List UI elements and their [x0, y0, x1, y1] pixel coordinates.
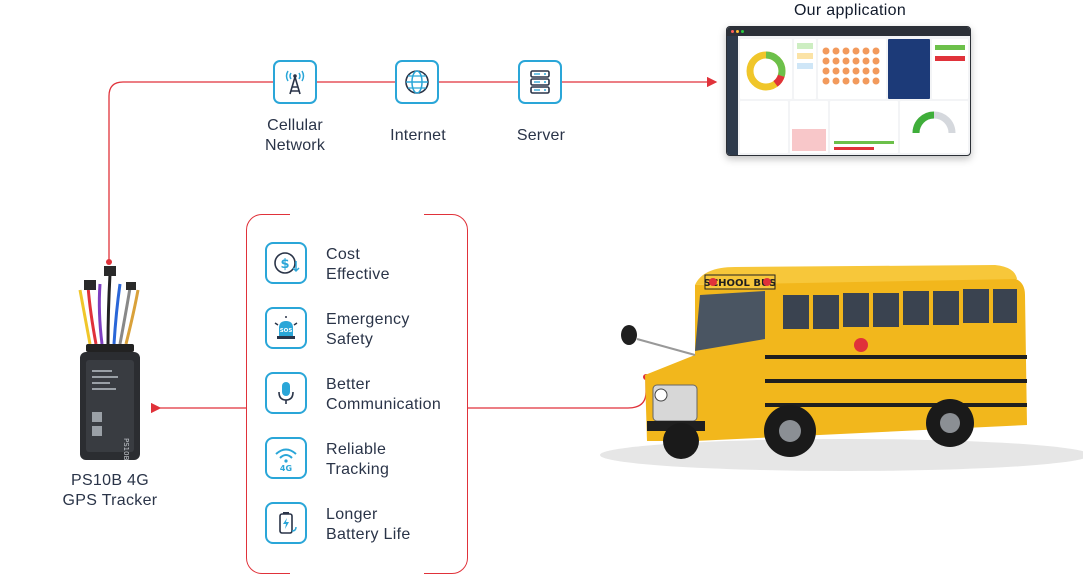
- microphone-icon: [265, 372, 307, 414]
- sos-alarm-icon: SOS: [265, 307, 307, 349]
- tracker-label: PS10B 4G GPS Tracker: [48, 471, 172, 511]
- cell-tower-icon: [273, 60, 317, 104]
- features-box-bottom-gap: [290, 572, 424, 576]
- cellular-network-label: Cellular Network: [245, 116, 345, 156]
- dashboard-pie-grid-panel: [818, 39, 886, 99]
- dashboard-semi-gauge-panel: [900, 101, 968, 153]
- dollar-coin-icon: $: [265, 242, 307, 284]
- dashboard-sidebar: [727, 36, 738, 155]
- dashboard-alert-panel: [790, 101, 828, 153]
- feature-communication-line1: Better: [326, 376, 371, 393]
- svg-text:4G: 4G: [280, 464, 292, 472]
- tracker-to-network-line: [108, 81, 273, 262]
- wifi-4g-icon: 4G: [265, 437, 307, 479]
- dashboard-gauge-panel: [888, 39, 930, 99]
- feature-communication-line2: Communication: [326, 396, 442, 413]
- feature-emergency-line2: Safety: [326, 331, 374, 348]
- feature-communication-label: Better Communication: [326, 375, 441, 415]
- tracker-label-line2: GPS Tracker: [62, 492, 158, 509]
- school-bus-image: SCHOOL BUS: [600, 265, 1083, 471]
- tracker-connector-dot: [106, 259, 112, 265]
- bus-sign-text: SCHOOL BUS: [704, 278, 777, 289]
- feature-tracking-line2: Tracking: [326, 461, 390, 478]
- dashboard-counter-panel: [932, 39, 968, 99]
- dashboard-donut-panel: [740, 39, 792, 99]
- tracker-device-text: PS10B: [122, 438, 130, 461]
- internet-label: Internet: [390, 127, 446, 144]
- feature-battery-line1: Longer: [326, 506, 378, 523]
- feature-cost-label: Cost Effective: [326, 245, 390, 285]
- server-label: Server: [516, 127, 566, 144]
- feature-battery-line2: Battery Life: [326, 526, 411, 543]
- app-title: Our application: [793, 2, 907, 19]
- tracker-label-line1: PS10B 4G: [70, 472, 149, 489]
- gps-tracker-device: PS10B: [78, 266, 140, 461]
- battery-icon: [265, 502, 307, 544]
- globe-icon: [395, 60, 439, 104]
- dashboard-list-panel: [740, 101, 788, 153]
- cellular-label-line1: Cellular: [267, 117, 323, 134]
- feature-cost-line1: Cost: [326, 246, 361, 263]
- svg-text:$: $: [280, 257, 289, 272]
- cellular-label-line2: Network: [264, 137, 326, 154]
- feature-tracking-line1: Reliable: [326, 441, 387, 458]
- server-icon: [518, 60, 562, 104]
- dashboard-stats-panel: [794, 39, 816, 99]
- feature-cost-line2: Effective: [326, 266, 390, 283]
- features-box-top-gap: [290, 212, 424, 216]
- feature-emergency-label: Emergency Safety: [326, 310, 410, 350]
- feature-tracking-label: Reliable Tracking: [326, 440, 389, 480]
- dashboard-titlebar: [727, 27, 970, 36]
- feature-emergency-line1: Emergency: [326, 311, 410, 328]
- dashboard-bar-panel: [830, 101, 898, 153]
- dashboard-screenshot: [726, 26, 971, 156]
- svg-text:SOS: SOS: [280, 328, 293, 334]
- feature-battery-label: Longer Battery Life: [326, 505, 411, 545]
